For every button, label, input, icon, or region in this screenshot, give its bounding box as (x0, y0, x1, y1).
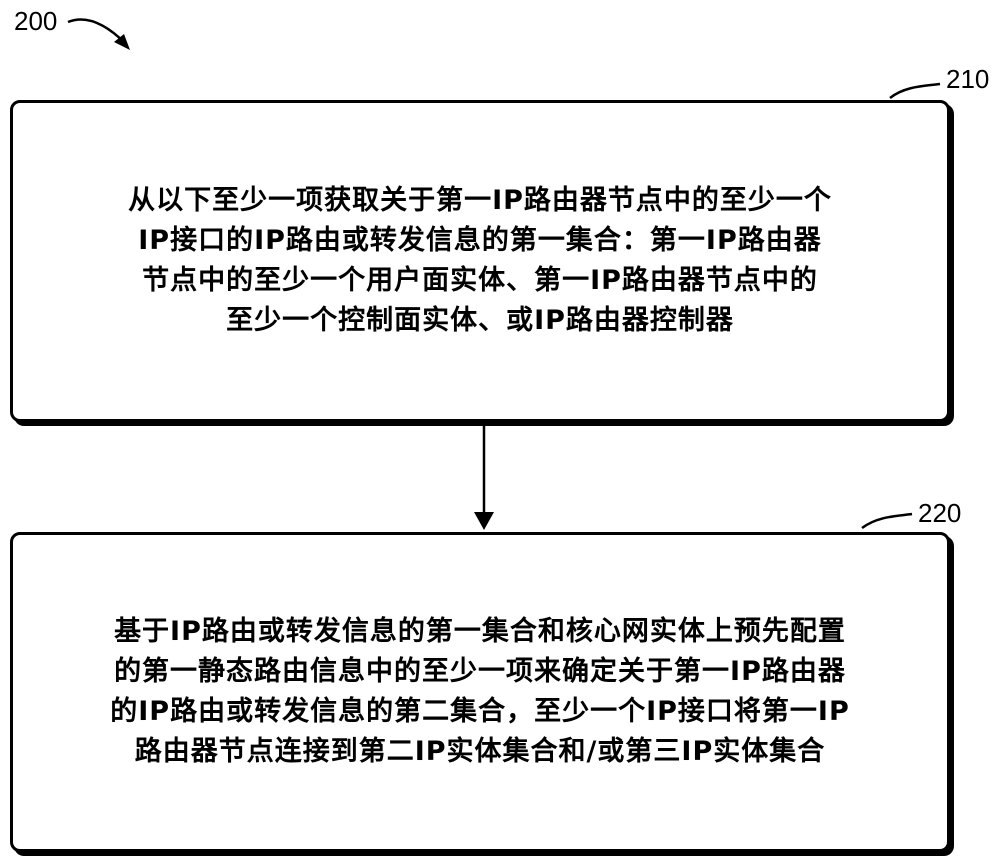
step-220-box: 基于IP路由或转发信息的第一集合和核心网实体上预先配置 的第一静态路由信息中的至… (10, 532, 950, 852)
step-220-text: 基于IP路由或转发信息的第一集合和核心网实体上预先配置 的第一静态路由信息中的至… (110, 616, 850, 767)
flow-arrowhead (474, 512, 494, 530)
figure-label: 200 (14, 6, 58, 36)
step-220-ref: 220 (918, 498, 962, 528)
figure-label-arrowhead (114, 34, 130, 50)
step-210-ref: 210 (946, 64, 990, 94)
step-210-leader-line (889, 82, 941, 99)
step-210-text: 从以下至少一项获取关于第一IP路由器节点中的至少一个 IP接口的IP路由或转发信… (128, 185, 832, 336)
step-220-leader-line (861, 512, 913, 530)
step-210-box: 从以下至少一项获取关于第一IP路由器节点中的至少一个 IP接口的IP路由或转发信… (10, 100, 950, 422)
